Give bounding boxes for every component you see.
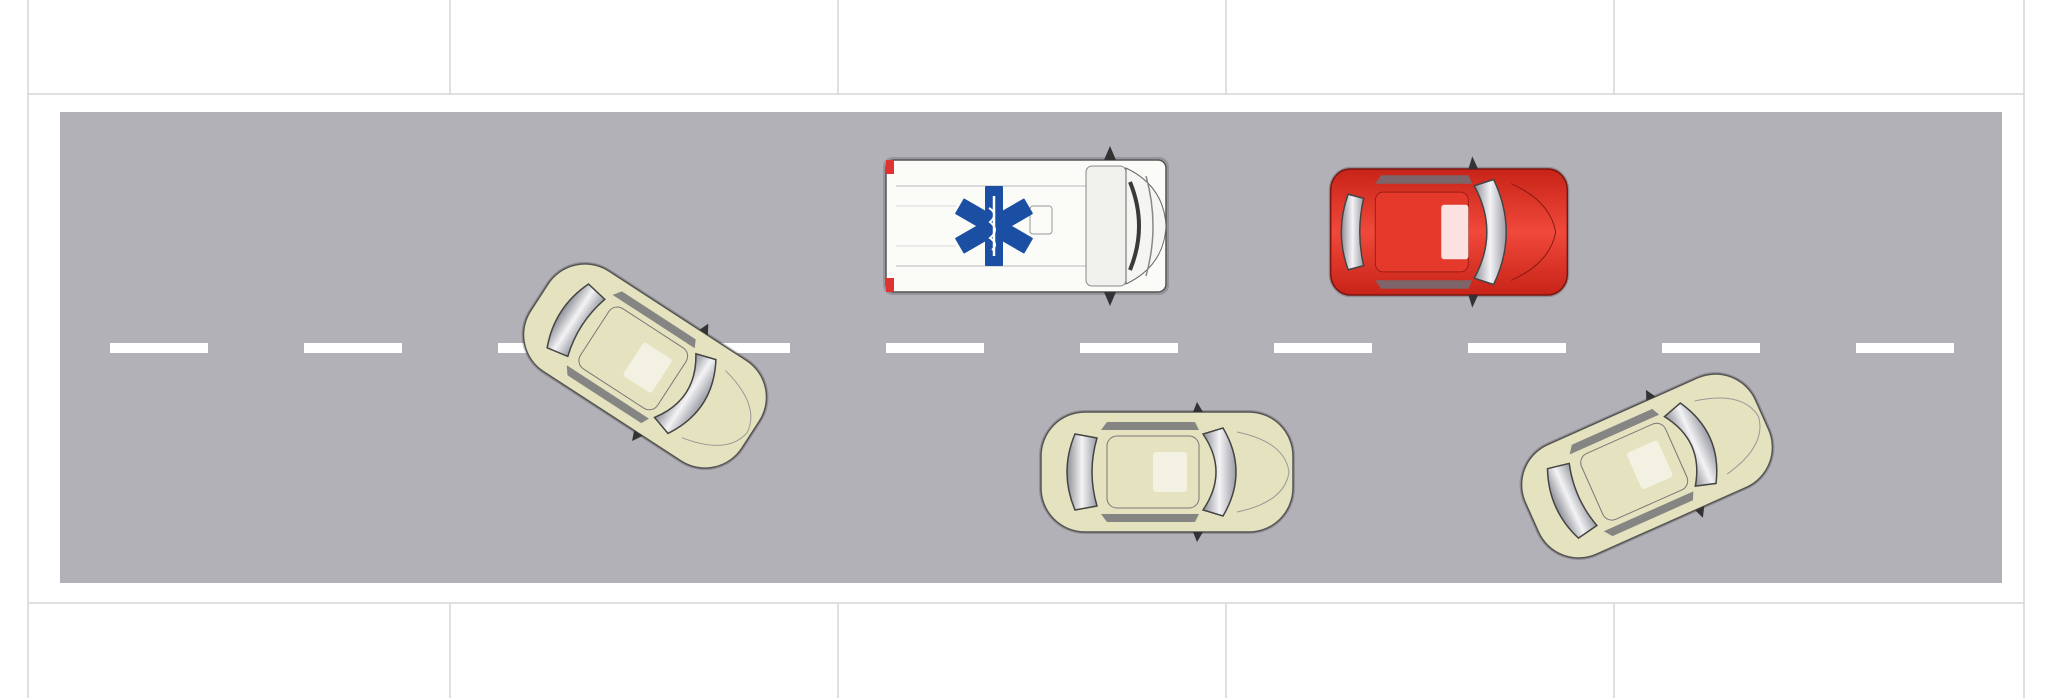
red-car [1329, 156, 1570, 307]
ambulance [883, 146, 1169, 306]
beige-car-lower-lane [1039, 402, 1295, 542]
